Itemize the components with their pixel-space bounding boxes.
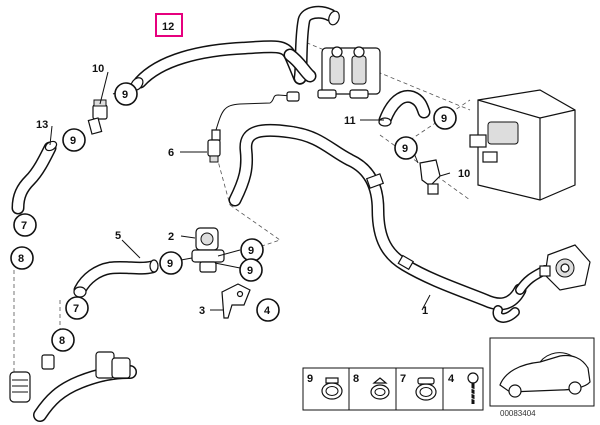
callout-7-b: 7: [65, 296, 89, 320]
label-1: 1: [422, 305, 428, 317]
car-thumbnail: [489, 337, 595, 407]
sensor-6[interactable]: [207, 139, 221, 163]
svg-text:9: 9: [167, 258, 173, 270]
svg-text:9: 9: [441, 113, 447, 125]
legend-key-4: 4: [448, 373, 455, 385]
label-5: 5: [115, 230, 121, 242]
hose-12[interactable]: [129, 5, 341, 93]
callout-9-f: 9: [159, 251, 183, 275]
water-pump[interactable]: [539, 244, 591, 291]
svg-text:7: 7: [21, 220, 27, 232]
svg-text:9: 9: [248, 245, 254, 257]
hose-5[interactable]: [73, 259, 159, 298]
valve-block[interactable]: [317, 46, 381, 99]
screw-4-icon: [467, 372, 479, 404]
svg-text:9: 9: [402, 143, 408, 155]
callout-9-d: 9: [394, 136, 418, 160]
hose-clamp-9-icon: [321, 377, 343, 400]
leader-lines: [49, 71, 451, 311]
callout-7-a: 7: [13, 213, 37, 237]
callout-9-e: 9: [240, 238, 264, 262]
callout-4: 4: [256, 298, 280, 322]
callout-9-b: 9: [62, 128, 86, 152]
svg-text:9: 9: [122, 89, 128, 101]
svg-text:4: 4: [264, 305, 271, 317]
label-6: 6: [168, 147, 174, 159]
hose-11[interactable]: [378, 89, 431, 127]
connector-10-right[interactable]: [419, 159, 441, 195]
svg-text:8: 8: [59, 335, 65, 347]
callout-9-a: 9: [114, 82, 138, 106]
hose-clamp-7-icon: [415, 377, 437, 401]
valve-2[interactable]: [191, 227, 225, 273]
legend-key-7: 7: [400, 373, 406, 385]
svg-text:9: 9: [247, 265, 253, 277]
heater-unit[interactable]: [469, 89, 576, 201]
callout-9-c: 9: [433, 106, 457, 130]
bracket-3[interactable]: [221, 283, 251, 319]
label-13: 13: [36, 119, 48, 131]
label-11: 11: [344, 115, 356, 127]
pipe-assembly[interactable]: [9, 351, 137, 422]
label-2: 2: [168, 231, 174, 243]
legend-key-9: 9: [307, 373, 313, 385]
legend-key-8: 8: [353, 373, 359, 385]
label-12-highlight[interactable]: 12: [155, 13, 183, 37]
label-12: 12: [162, 21, 174, 33]
label-3: 3: [199, 305, 205, 317]
fastener-legend: 9 8 7 4: [302, 367, 484, 411]
sensor-wire[interactable]: [211, 91, 300, 141]
svg-text:9: 9: [70, 135, 76, 147]
hose-13[interactable]: [11, 140, 58, 215]
label-10-top: 10: [92, 63, 104, 75]
svg-text:7: 7: [73, 303, 79, 315]
hose-clamp-8-icon: [370, 377, 390, 400]
callout-8-a: 8: [10, 246, 34, 270]
callout-9-g: 9: [239, 258, 263, 282]
label-10-right: 10: [458, 168, 470, 180]
connector-10-left[interactable]: [87, 99, 108, 135]
svg-text:8: 8: [18, 253, 24, 265]
callout-8-b: 8: [51, 328, 75, 352]
hose-1[interactable]: [228, 123, 550, 323]
reference-number: 00083404: [500, 409, 536, 418]
